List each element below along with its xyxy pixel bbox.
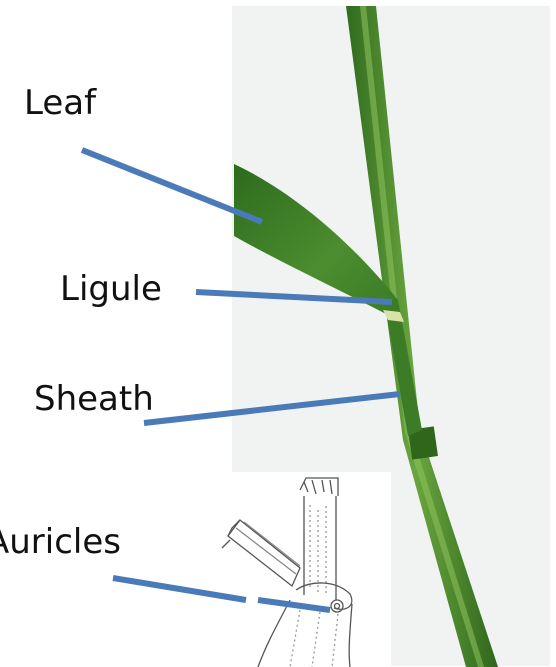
leaf-label: Leaf — [24, 86, 96, 120]
illustration-background — [195, 472, 391, 667]
auricles-label: Auricles — [0, 525, 121, 559]
ligule-label: Ligule — [60, 272, 162, 306]
sheath-label: Sheath — [34, 382, 154, 416]
